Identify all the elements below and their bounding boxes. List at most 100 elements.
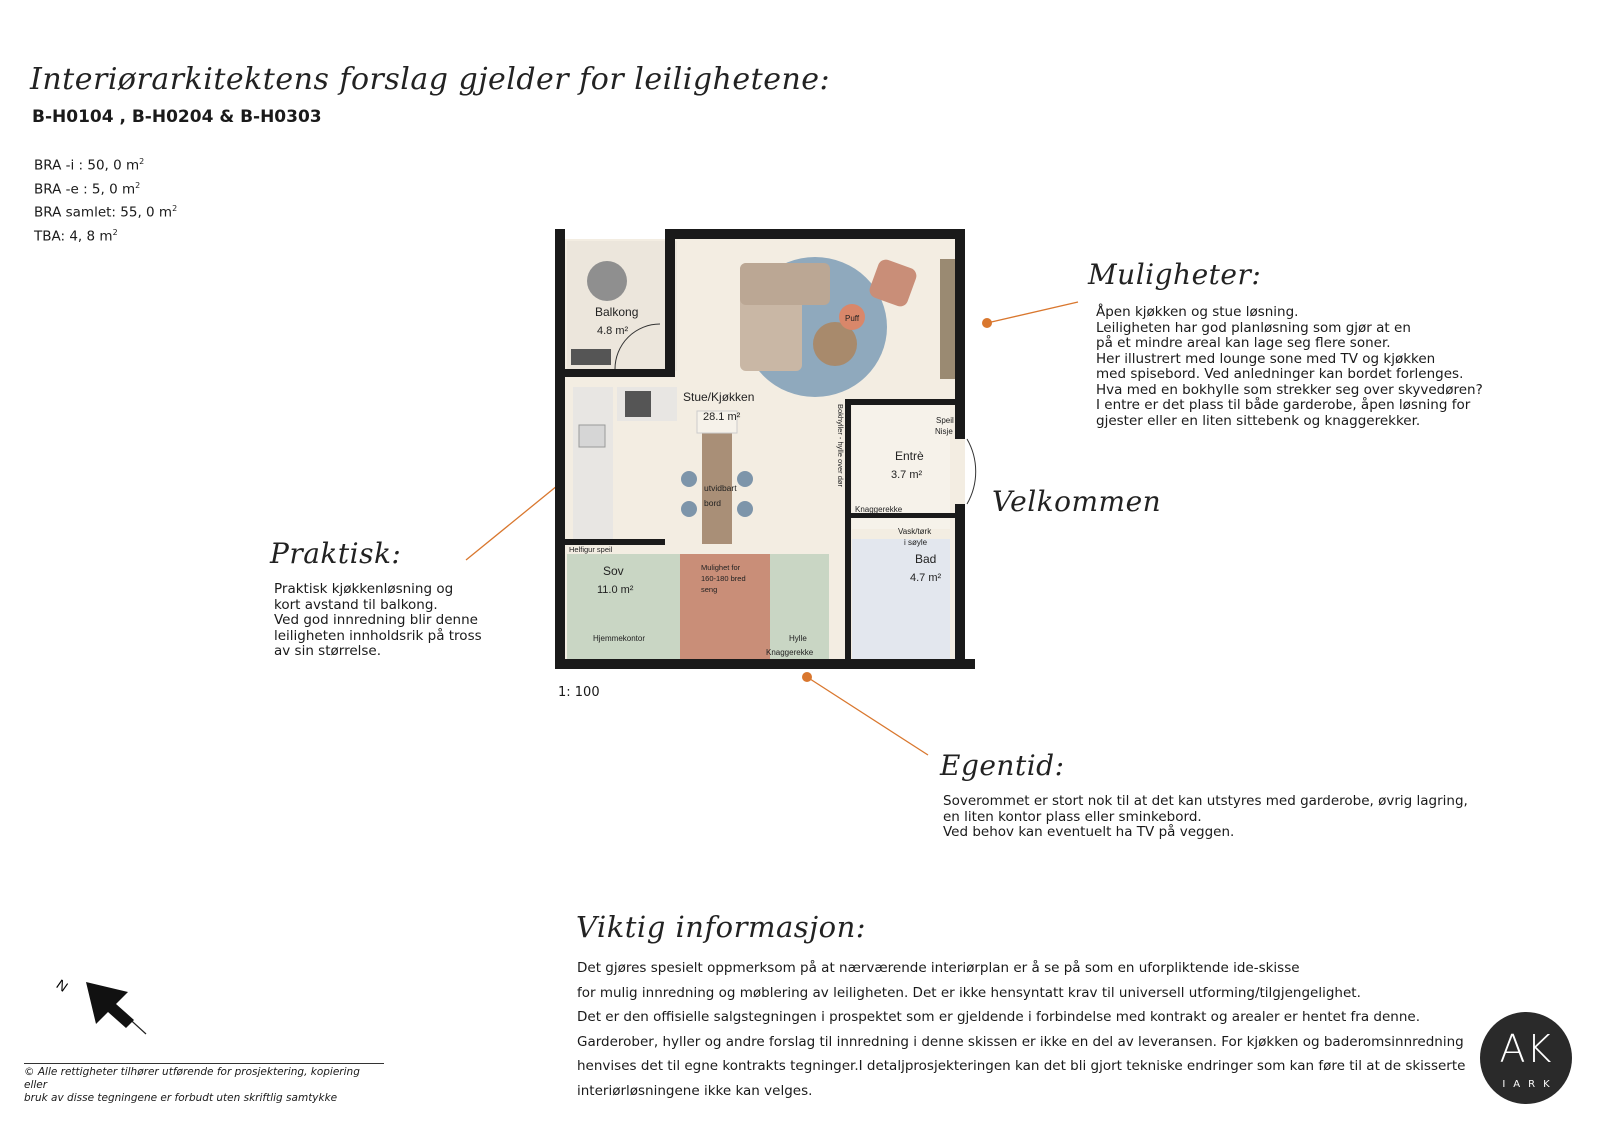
callout-dot-egentid	[802, 672, 812, 682]
floor-plan: Puff utvidbart bord Balkong 4.8 m² Stue/…	[555, 229, 977, 669]
balcony-box	[571, 349, 611, 365]
balcony-table	[587, 261, 627, 301]
wall-right-upper	[955, 229, 965, 439]
copyright-notice: © Alle rettigheter tilhører utførende fo…	[24, 1066, 384, 1105]
room-area-sov: 11.0 m²	[597, 584, 634, 596]
note-line: leiligheten innholdsrik på tross	[274, 627, 482, 644]
room-name-balkong: Balkong	[595, 305, 638, 319]
wall-balcony-bottom	[555, 369, 675, 377]
kitchen-counter	[573, 387, 613, 542]
wall-bedroom-top	[565, 539, 665, 545]
muligheter-heading: Muligheter:	[1088, 258, 1262, 291]
room-area-bad: 4.7 m²	[910, 572, 942, 584]
note-line: I entre er det plass til både garderobe,…	[1096, 397, 1471, 413]
wall-entrance	[845, 399, 851, 669]
wall-balcony	[665, 229, 675, 369]
praktisk-text: Praktisk kjøkkenløsning og kort avstand …	[274, 581, 482, 660]
puff	[839, 304, 865, 330]
knaggerekke-sov-label: Knaggerekke	[766, 648, 814, 657]
callout-line-muligheter	[986, 301, 1079, 324]
area-line: BRA -e : 5, 0 m2	[34, 180, 141, 198]
info-line: for mulig innredning og møblering av lei…	[577, 984, 1361, 1001]
scale-label: 1: 100	[558, 685, 600, 700]
info-line: henvises det til egne kontrakts tegninge…	[577, 1058, 1466, 1074]
room-area-stue: 28.1 m²	[703, 411, 741, 423]
seng-label-2: 160-180 bred	[701, 574, 746, 583]
note-line: en liten kontor plass eller sminkebord.	[943, 808, 1202, 825]
logo-wordmark: IARK	[1502, 1079, 1558, 1090]
seng-label-1: Mulighet for	[701, 563, 741, 572]
area-line: TBA: 4, 8 m2	[34, 227, 118, 245]
chair	[681, 501, 697, 517]
egentid-text: Soverommet er stort nok til at det kan u…	[943, 793, 1468, 841]
praktisk-heading: Praktisk:	[270, 537, 402, 570]
bokhyller-label: Bokhyller - hylle over dør	[836, 404, 845, 487]
info-line: Det gjøres spesielt oppmerksom på at nær…	[577, 960, 1300, 976]
copyright-line: bruk av disse tegningene er forbudt uten…	[24, 1092, 338, 1104]
info-line: Garderober, hyller og andre forslag til …	[577, 1033, 1464, 1050]
knaggerekke-entre-label: Knaggerekke	[855, 505, 903, 514]
info-line: Det er den offisielle salgstegningen i p…	[577, 1009, 1421, 1025]
egentid-heading: Egentid:	[940, 749, 1065, 782]
muligheter-text: Åpen kjøkken og stue løsning. Leilighete…	[1096, 304, 1483, 429]
note-line: Praktisk kjøkkenløsning og	[274, 581, 454, 597]
wall-top	[665, 229, 965, 239]
table-label-1: utvidbart	[704, 483, 737, 493]
puff-label: Puff	[845, 314, 860, 323]
chair	[681, 471, 697, 487]
room-area-entre: 3.7 m²	[891, 469, 923, 481]
dining-table	[702, 429, 732, 544]
north-label: N	[54, 976, 71, 995]
note-line: Hva med en bokhylle som strekker seg ove…	[1096, 381, 1483, 398]
wall-right-lower	[955, 504, 965, 669]
door-arc	[966, 438, 977, 505]
area-line: BRA -i : 50, 0 m2	[34, 157, 145, 174]
callout-line-egentid	[806, 676, 929, 756]
sofa-back	[740, 263, 830, 305]
note-line: Leiligheten har god planløsning som gjør…	[1096, 319, 1411, 336]
wall-bottom	[555, 659, 975, 669]
viktig-text: Det gjøres spesielt oppmerksom på at nær…	[577, 956, 1465, 1103]
room-name-entre: Entrè	[895, 449, 924, 463]
seng-label-3: seng	[701, 585, 717, 594]
sink	[578, 424, 606, 448]
company-logo: AK IARK	[1480, 1012, 1572, 1104]
coffee-table	[813, 322, 857, 366]
room-name-bad: Bad	[915, 552, 936, 566]
callout-dot-muligheter	[982, 318, 992, 328]
bed	[680, 554, 770, 662]
area-line: BRA samlet: 55, 0 m2	[34, 204, 178, 221]
note-line: Soverommet er stort nok til at det kan u…	[943, 793, 1468, 809]
velkommen-label: Velkommen	[992, 485, 1162, 518]
table-extension	[696, 410, 738, 434]
note-line: Ved god innredning blir denne	[274, 612, 478, 628]
nisje-label: Nisje	[935, 427, 953, 436]
hjemmekontor-label: Hjemmekontor	[593, 634, 645, 643]
copyright-divider	[24, 1063, 384, 1064]
entrance-floor	[852, 404, 950, 529]
apartment-units: B-H0104 , B-H0204 & B-H0303	[32, 107, 322, 127]
table-label-2: bord	[704, 498, 721, 508]
vask-label-2: i søyle	[904, 538, 928, 547]
hylle-label: Hylle	[789, 634, 807, 643]
armchair	[869, 259, 917, 307]
page-title: Interiørarkitektens forslag gjelder for …	[30, 62, 831, 97]
note-line: av sin størrelse.	[274, 643, 382, 659]
note-line: kort avstand til balkong.	[274, 596, 438, 613]
speil-label: Speil	[936, 416, 954, 425]
wall-entrance-top	[845, 399, 965, 405]
note-line: Ved behov kan eventuelt ha TV på veggen.	[943, 824, 1235, 840]
wall-left	[555, 229, 565, 669]
note-line: Åpen kjøkken og stue løsning.	[1096, 304, 1299, 320]
info-line: interiørløsningene ikke kan velges.	[577, 1082, 813, 1099]
area-summary: BRA -i : 50, 0 m2 BRA -e : 5, 0 m2 BRA s…	[34, 152, 177, 246]
north-arrow-icon: N	[54, 976, 147, 1035]
note-line: Her illustrert med lounge sone med TV og…	[1096, 350, 1436, 367]
chair	[737, 471, 753, 487]
note-line: gjester eller en liten sittebenk og knag…	[1096, 412, 1421, 429]
note-line: på et mindre areal kan lage seg flere so…	[1096, 335, 1391, 351]
note-line: med spisebord. Ved anledninger kan borde…	[1096, 366, 1464, 382]
chair	[737, 501, 753, 517]
room-name-stue: Stue/Kjøkken	[683, 390, 754, 404]
vask-label-1: Vask/tørk	[898, 527, 932, 536]
